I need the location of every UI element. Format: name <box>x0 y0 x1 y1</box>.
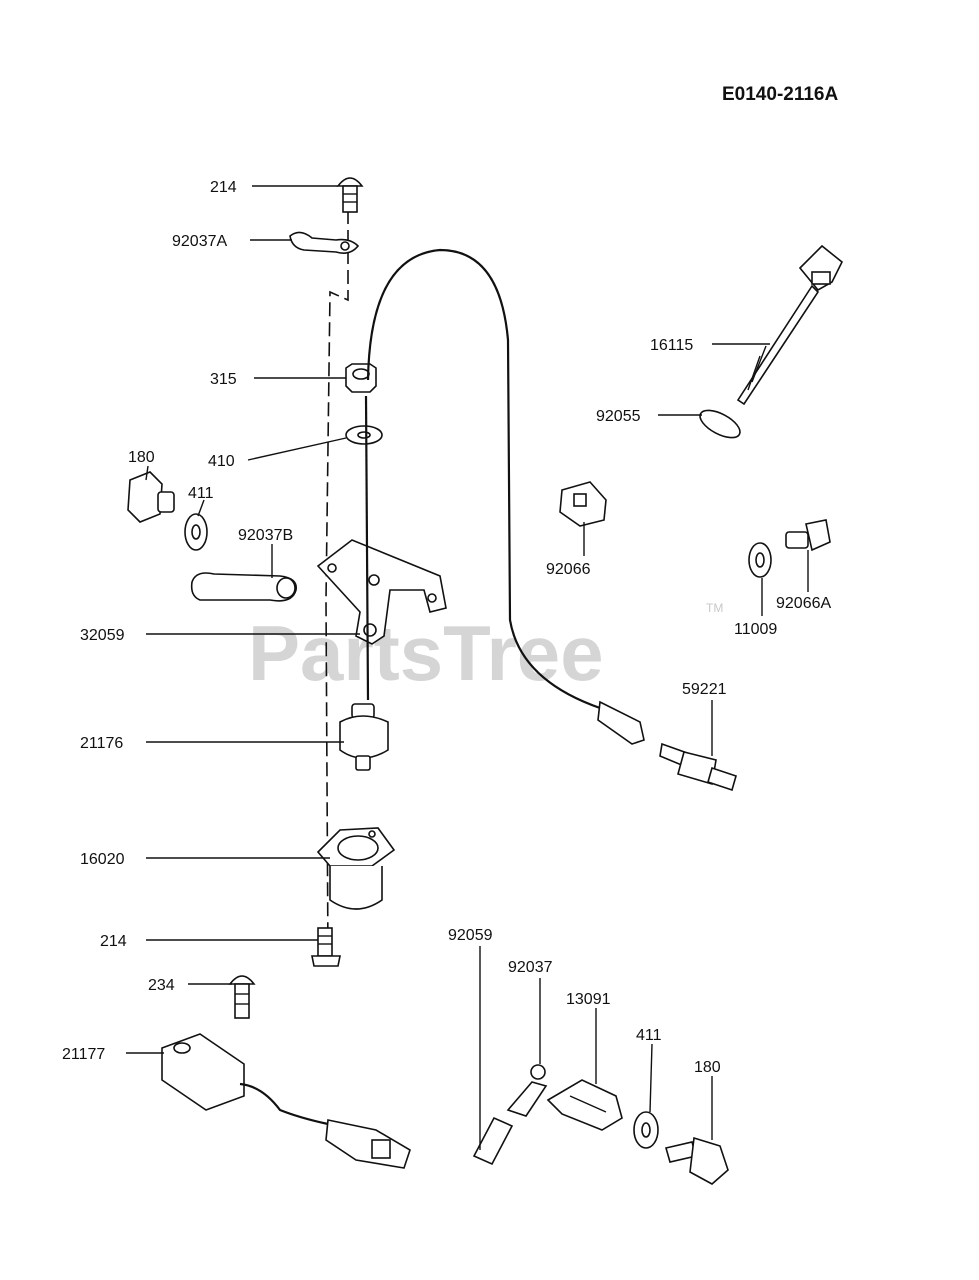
ignition-wire <box>366 248 601 710</box>
part-sleeve-92059[interactable] <box>472 1116 514 1166</box>
callout-92066[interactable]: 92066 <box>546 561 591 578</box>
part-clip-92037B[interactable] <box>190 572 297 602</box>
part-washer-11009[interactable] <box>748 542 772 578</box>
part-plug-cap[interactable] <box>597 700 645 745</box>
diagram-code: E0140-2116A <box>722 84 838 105</box>
callout-92066A[interactable]: 92066A <box>776 595 831 612</box>
part-dipstick-16115[interactable] <box>736 244 844 406</box>
callout-16115[interactable]: 16115 <box>650 337 693 354</box>
part-washer-411-left[interactable] <box>184 513 208 551</box>
callout-180-right[interactable]: 180 <box>694 1059 721 1076</box>
part-screw-214-top[interactable] <box>336 177 364 213</box>
callout-92037B[interactable]: 92037B <box>238 527 293 544</box>
part-plug-92066[interactable] <box>559 481 607 527</box>
part-nut-315[interactable] <box>345 363 377 393</box>
switch-wire <box>364 395 370 701</box>
part-plug-180-left[interactable] <box>127 471 175 523</box>
part-plug-92066A[interactable] <box>785 519 831 552</box>
callout-92037[interactable]: 92037 <box>508 959 553 976</box>
callout-410[interactable]: 410 <box>208 453 235 470</box>
leader-lines <box>126 185 809 1150</box>
callout-59221[interactable]: 59221 <box>682 681 727 698</box>
part-sensor-21177[interactable] <box>161 1033 411 1169</box>
callout-21177[interactable]: 21177 <box>62 1046 105 1063</box>
part-spark-plug-59221[interactable] <box>659 742 737 792</box>
callout-92037A[interactable]: 92037A <box>172 233 227 250</box>
callout-411-left[interactable]: 411 <box>188 485 214 502</box>
callout-21176[interactable]: 21176 <box>80 735 123 752</box>
part-solenoid-16020[interactable] <box>316 827 396 910</box>
callout-13091[interactable]: 13091 <box>566 991 611 1008</box>
callout-11009[interactable]: 11009 <box>734 621 777 638</box>
callout-411-right[interactable]: 411 <box>636 1027 662 1044</box>
callout-92059[interactable]: 92059 <box>448 927 493 944</box>
callout-315[interactable]: 315 <box>210 371 237 388</box>
part-terminal-92037[interactable] <box>506 1064 548 1117</box>
watermark: PartsTree <box>248 609 604 697</box>
part-housing-13091[interactable] <box>546 1079 623 1131</box>
callout-92055[interactable]: 92055 <box>596 408 641 425</box>
assembly-axis-line <box>325 190 349 961</box>
callout-214-top[interactable]: 214 <box>210 179 237 196</box>
part-screw-214-bottom[interactable] <box>311 927 341 967</box>
part-screw-234[interactable] <box>228 975 256 1019</box>
part-washer-410[interactable] <box>345 425 383 445</box>
callout-16020[interactable]: 16020 <box>80 851 125 868</box>
watermark-trademark: TM <box>706 601 723 615</box>
part-oring-92055[interactable] <box>696 405 744 443</box>
part-washer-411-right[interactable] <box>633 1111 659 1149</box>
callout-32059[interactable]: 32059 <box>80 627 125 644</box>
part-clip-92037A[interactable] <box>289 231 360 254</box>
part-plug-180-right[interactable] <box>664 1136 729 1185</box>
callout-214-bottom[interactable]: 214 <box>100 933 127 950</box>
callout-234[interactable]: 234 <box>148 977 175 994</box>
callout-180-left[interactable]: 180 <box>128 449 155 466</box>
part-switch-21176[interactable] <box>339 703 389 771</box>
